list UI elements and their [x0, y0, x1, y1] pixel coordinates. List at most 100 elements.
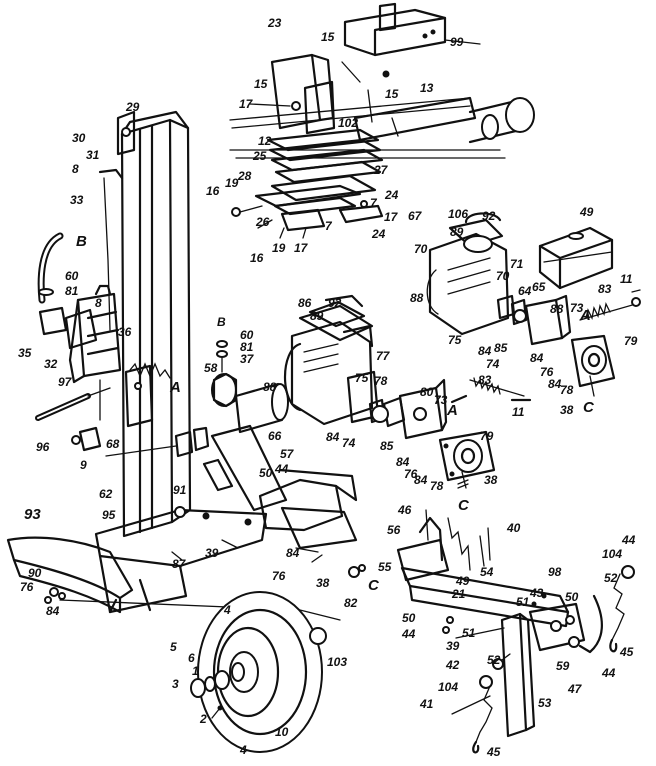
callout: 84	[326, 430, 340, 444]
callout: 88	[410, 291, 424, 305]
callout: 24	[372, 227, 386, 241]
callout: 21	[452, 587, 466, 601]
engine-right	[426, 212, 641, 397]
callout: 104	[602, 547, 623, 561]
callout: 75	[355, 371, 369, 385]
callout: 1	[192, 664, 199, 678]
callout: 38	[484, 473, 498, 487]
callout: 89	[450, 225, 464, 239]
callout: 51	[516, 595, 530, 609]
callout: 71	[510, 257, 524, 271]
callout: 51	[462, 626, 476, 640]
callout: 77	[376, 349, 390, 363]
callout: 91	[173, 483, 187, 497]
callout: 83	[598, 282, 612, 296]
callout: 6	[188, 651, 195, 665]
callout: 84	[46, 604, 60, 618]
callout: 12	[258, 134, 272, 148]
callout: 44	[402, 627, 416, 641]
callout: 39	[446, 639, 460, 653]
callout: 85	[494, 341, 508, 355]
callout: 106	[448, 207, 469, 221]
cylinder-support-assembly	[229, 53, 535, 239]
callout: 50	[259, 466, 273, 480]
callout: 56	[387, 523, 401, 537]
callout: 44	[602, 666, 616, 680]
vertical-beam	[98, 110, 192, 538]
callout: 35	[18, 346, 32, 360]
callout: 89	[310, 309, 324, 323]
callout: 49	[580, 205, 594, 219]
callout: 17	[294, 241, 308, 255]
callout: 76	[404, 467, 418, 481]
callout: 31	[86, 148, 100, 162]
hitch-tongue	[348, 509, 635, 754]
callout: 7	[370, 196, 377, 210]
callout: 32	[44, 357, 58, 371]
callout: 38	[560, 403, 574, 417]
callout: 15	[321, 30, 335, 44]
callout: 74	[486, 357, 500, 371]
callout: 57	[280, 447, 294, 461]
callout: C	[368, 577, 379, 594]
callout: 3	[172, 677, 179, 691]
engine-center	[283, 294, 532, 489]
callout: B	[217, 315, 226, 329]
callout: 104	[438, 680, 459, 694]
callout: 40	[507, 521, 521, 535]
callout: 78	[374, 374, 388, 388]
callout: 95	[102, 508, 116, 522]
callout: 98	[548, 565, 562, 579]
callout: 23	[268, 16, 282, 30]
callout: 50	[565, 590, 579, 604]
callout: 53	[538, 696, 552, 710]
callout: 16	[206, 184, 220, 198]
callout: 87	[172, 557, 186, 571]
callout: 15	[254, 77, 268, 91]
callout: 50	[402, 611, 416, 625]
callout: 33	[70, 193, 84, 207]
callout: A	[447, 402, 458, 419]
callout: 19	[272, 241, 286, 255]
callout: 9	[80, 458, 87, 472]
callout: 13	[420, 81, 434, 95]
callout: 52	[604, 571, 618, 585]
callout: 16	[250, 251, 264, 265]
callout: 76	[272, 569, 286, 583]
callout: 29	[126, 100, 140, 114]
callout: 76	[540, 365, 554, 379]
callout: 44	[275, 462, 289, 476]
callout: 86	[298, 296, 312, 310]
callout: 8	[95, 296, 102, 310]
callout: 39	[205, 546, 219, 560]
callout: 76	[20, 580, 34, 594]
callout: C	[458, 497, 469, 514]
callout: 11	[512, 405, 525, 419]
callout: 8	[72, 162, 79, 176]
callout: 42	[446, 658, 460, 672]
callout: 82	[344, 596, 358, 610]
callout: 15	[385, 87, 399, 101]
callout: 85	[380, 439, 394, 453]
callout: 84	[286, 546, 300, 560]
callout: 67	[408, 209, 422, 223]
callout: 46	[398, 503, 412, 517]
callout: A	[170, 379, 181, 396]
mounting-bracket-99	[343, 2, 481, 57]
callout: 103	[327, 655, 348, 669]
callout: C	[583, 399, 594, 416]
callout: 19	[225, 176, 239, 190]
callout: B	[76, 233, 87, 250]
callout: 75	[448, 333, 462, 347]
callout: 58	[204, 361, 218, 375]
callout: 52	[487, 653, 501, 667]
callout: 11	[620, 272, 633, 286]
callout: 99	[450, 35, 464, 49]
callout: 96	[36, 440, 50, 454]
callout: 68	[106, 437, 120, 451]
callout: 79	[480, 429, 494, 443]
callout: 60	[65, 269, 79, 283]
callout: 84	[530, 351, 544, 365]
callout: 45	[620, 645, 634, 659]
